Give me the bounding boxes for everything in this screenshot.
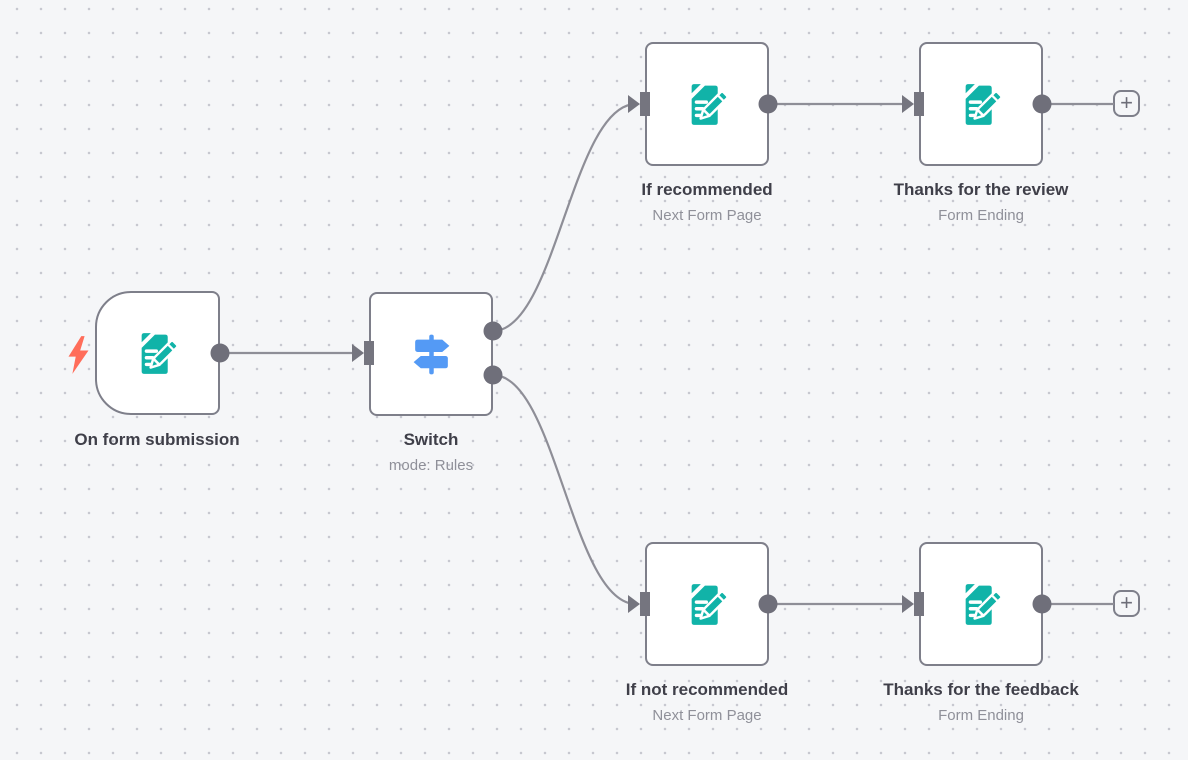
node-title: Switch <box>403 430 459 449</box>
switch-icon <box>408 331 455 378</box>
plus-icon: + <box>1120 589 1133 615</box>
input-arrow-icon <box>628 95 640 113</box>
node-title: If recommended <box>641 180 773 199</box>
label-thanks-for-the-review: Thanks for the review Form Ending <box>831 178 1131 226</box>
node-subtitle: Next Form Page <box>652 207 762 224</box>
node-subtitle: mode: Rules <box>388 457 474 474</box>
input-arrow-icon <box>352 344 364 362</box>
form-icon <box>958 81 1005 128</box>
lightning-trigger-icon <box>68 336 89 374</box>
node-title: Thanks for the review <box>893 180 1069 199</box>
node-title: If not recommended <box>625 680 789 699</box>
label-on-form-submission: On form submission <box>7 428 307 455</box>
plus-icon: + <box>1120 89 1133 115</box>
add-node-button-top[interactable]: + <box>1113 90 1140 117</box>
add-node-button-bottom[interactable]: + <box>1113 590 1140 617</box>
connection-switch-to-if-not-recommended[interactable] <box>492 373 637 606</box>
form-icon <box>684 581 731 628</box>
label-if-not-recommended: If not recommended Next Form Page <box>557 678 857 726</box>
input-arrow-icon <box>902 595 914 613</box>
node-subtitle: Form Ending <box>938 707 1024 724</box>
node-subtitle: Form Ending <box>938 207 1024 224</box>
node-switch[interactable] <box>369 292 493 416</box>
node-on-form-submission[interactable] <box>95 291 220 415</box>
form-icon <box>958 581 1005 628</box>
node-subtitle: Next Form Page <box>652 707 762 724</box>
node-thanks-for-the-feedback[interactable] <box>919 542 1043 666</box>
node-if-not-recommended[interactable] <box>645 542 769 666</box>
label-if-recommended: If recommended Next Form Page <box>557 178 857 226</box>
node-thanks-for-the-review[interactable] <box>919 42 1043 166</box>
node-title: On form submission <box>74 430 240 449</box>
input-arrow-icon <box>902 95 914 113</box>
node-title: Thanks for the feedback <box>883 680 1079 699</box>
node-if-recommended[interactable] <box>645 42 769 166</box>
form-icon <box>684 81 731 128</box>
label-switch: Switch mode: Rules <box>281 428 581 476</box>
input-arrow-icon <box>628 595 640 613</box>
label-thanks-for-the-feedback: Thanks for the feedback Form Ending <box>831 678 1131 726</box>
form-trigger-icon <box>134 330 181 377</box>
